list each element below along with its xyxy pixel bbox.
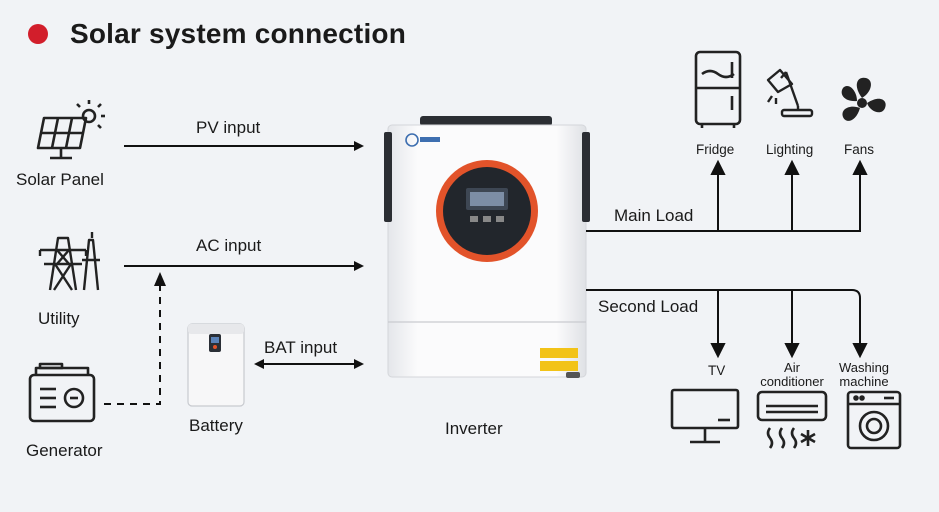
title-bullet-dot <box>28 24 48 44</box>
battery-label: Battery <box>189 416 243 435</box>
tv-icon <box>670 388 740 444</box>
utility-tower-icon <box>38 232 100 291</box>
generator-dashed-connector <box>104 272 166 405</box>
utility-label: Utility <box>38 309 80 328</box>
main-load-label: Main Load <box>614 206 694 225</box>
battery-icon <box>187 323 245 407</box>
lighting-label: Lighting <box>766 142 814 157</box>
second-load-lines <box>586 289 868 359</box>
ac-input-label: AC input <box>196 236 262 255</box>
second-load-label: Second Load <box>598 297 699 316</box>
main-load-lines <box>586 159 868 232</box>
fan-icon <box>841 77 886 121</box>
generator-icon <box>28 362 96 423</box>
inverter-icon <box>384 116 590 378</box>
lamp-icon <box>766 68 814 118</box>
fans-label: Fans <box>844 142 875 157</box>
washing-machine-icon <box>846 390 902 450</box>
pv-input-label: PV input <box>196 118 261 137</box>
fridge-icon <box>694 50 742 128</box>
washing-machine-label: Washing machine <box>838 360 890 389</box>
page-title: Solar system connection <box>28 18 406 50</box>
air-conditioner-icon <box>756 390 828 449</box>
title-text: Solar system connection <box>70 18 407 49</box>
bat-input-label: BAT input <box>264 338 338 357</box>
inverter-label: Inverter <box>445 419 503 438</box>
generator-label: Generator <box>26 441 103 460</box>
air-conditioner-label: Air conditioner <box>760 360 824 389</box>
solar-panel-label: Solar Panel <box>16 170 104 189</box>
fridge-label: Fridge <box>696 142 735 157</box>
solar-panel-icon <box>36 100 105 160</box>
tv-label: TV <box>708 363 726 378</box>
